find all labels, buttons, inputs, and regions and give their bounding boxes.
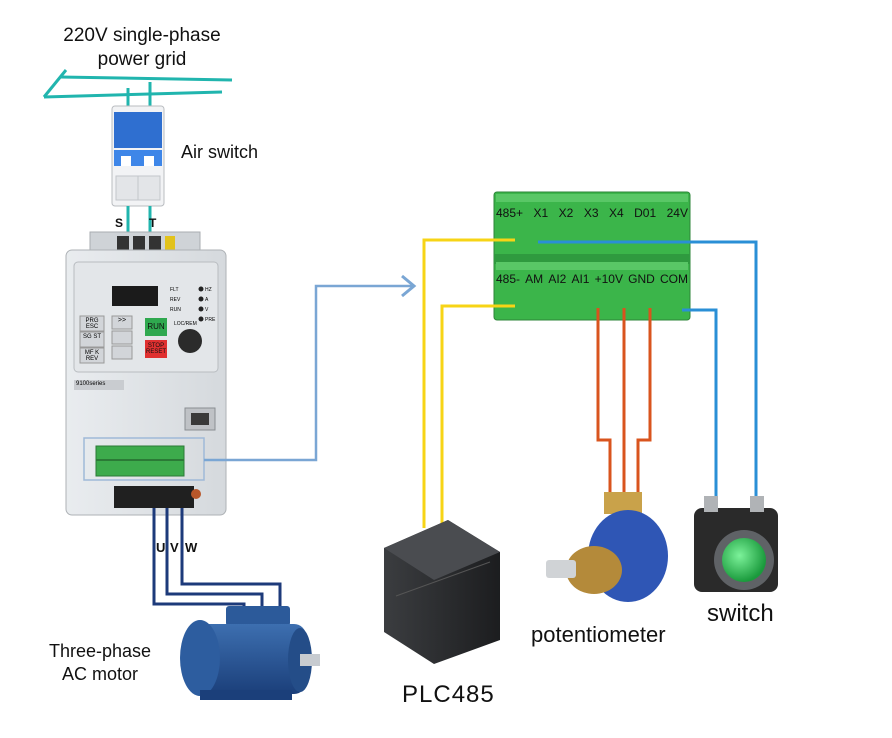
key-stop-reset: STOP RESET [145,343,166,355]
terminal-485-minus: 485- [496,272,521,286]
terminal-x3: X3 [583,206,599,220]
indicator-flt: FLT [170,287,179,293]
power-grid-label-line2: power grid [97,49,187,70]
power-grid-label-line1: 220V single-phase [63,25,221,46]
switch-label: switch [707,600,774,627]
terminal-x4: X4 [608,206,624,220]
output-u-label: U [156,540,166,555]
indicator-a: A [205,297,209,303]
indicator-rev: REV [170,297,181,303]
indicator-hz: HZ [205,287,212,293]
air-switch [111,105,165,207]
three-phase-motor [180,606,320,700]
plc-label: PLC485 [402,681,495,708]
motor-cables [152,508,282,614]
terminal-com: COM [659,272,688,286]
motor-label-line2: AC motor [61,664,139,684]
indicator-v: V [205,307,209,313]
connector-arrow [204,274,417,462]
potentiometer-cables [596,308,652,500]
terminal-bottom-row: 485- AM AI2 AI1 +10V GND COM [496,272,688,286]
pushbutton-switch [694,496,778,592]
plc-cables [422,238,515,528]
key-run: RUN [147,322,165,331]
phase-t-label: T [149,216,157,230]
phase-s-label: S [115,216,124,230]
terminal-gnd: GND [628,272,655,286]
terminal-ai1: AI1 [571,272,590,286]
power-grid-label: 220V single-phase power grid [52,24,232,72]
terminal-ai2: AI2 [548,272,567,286]
terminal-x1: X1 [533,206,549,220]
indicator-labels-right: HZ A V PRE [205,285,215,325]
terminal-top-row: 485+ X1 X2 X3 X4 D01 24V [496,206,688,220]
key-set: SG ST [82,334,101,340]
key-prg-esc: PRG ESC [85,318,99,330]
model-label: 9100series [76,381,106,387]
terminal-am: AM [525,272,544,286]
air-switch-label: Air switch [181,142,259,162]
terminal-485-plus: 485+ [496,206,524,220]
indicator-pre: PRE [205,317,216,323]
potentiometer [546,492,668,602]
indicator-run: RUN [170,307,181,313]
power-grid-lines [42,69,233,112]
indicator-labels-left: FLT REV RUN [170,285,181,315]
terminal-x2: X2 [558,206,574,220]
key-mf-rev: MF K REV [84,350,100,362]
terminal-d01: D01 [634,206,657,220]
control-terminal-block [493,191,691,321]
terminal-24v: 24V [666,206,688,220]
knob-label: LOC/REM [174,321,197,327]
terminal-10v: +10V [594,272,623,286]
frequency-inverter [65,231,227,516]
output-v-label: V [170,540,179,555]
potentiometer-label: potentiometer [531,622,666,647]
output-w-label: W [185,540,198,555]
key-shift: >> [117,317,127,324]
motor-label: Three-phase AC motor [40,640,160,686]
plc-module [384,520,500,664]
switch-cables [538,240,758,505]
motor-label-line1: Three-phase [48,641,152,661]
